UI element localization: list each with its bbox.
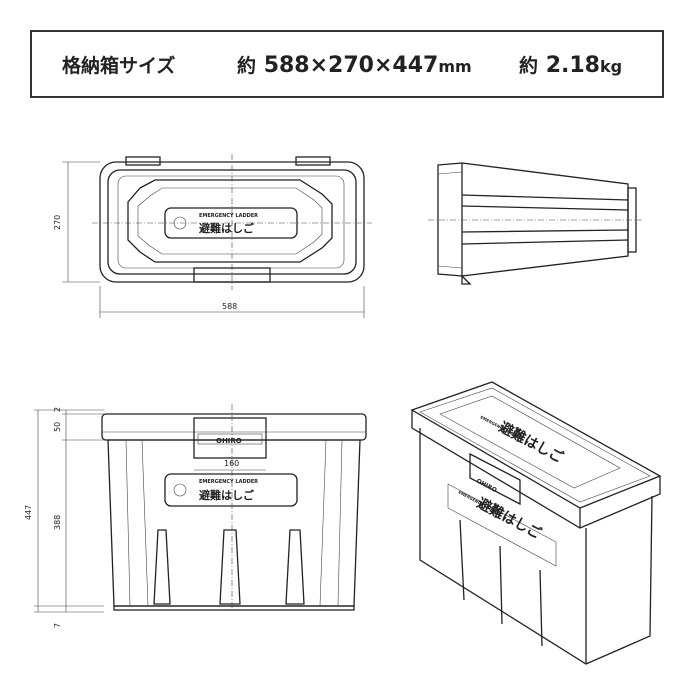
top-height-label: 270: [53, 215, 62, 230]
front-brand: OHIRO: [216, 437, 242, 445]
top-english-label: EMERGENCY LADDER: [199, 213, 258, 219]
side-view: [428, 162, 642, 285]
latch-width-label: 160: [224, 459, 239, 468]
front-foot-height: 7: [53, 623, 62, 628]
iso-lid-japanese: 避難はしご: [496, 419, 567, 467]
front-body-height: 388: [53, 515, 62, 530]
front-lid-height: 50: [53, 422, 62, 432]
iso-brand: OHIRO: [475, 478, 498, 495]
front-label-plate: [164, 473, 298, 507]
dim-prefix: 約: [237, 54, 257, 77]
spec-box: 格納箱サイズ 約 588×270×447mm 約 2.18kg: [30, 30, 664, 98]
spec-label: 格納箱サイズ: [62, 54, 176, 77]
weight-value: 2.18: [545, 52, 600, 78]
dim-unit: mm: [438, 56, 472, 76]
isometric-view: OHIRO EMERGENCY LADDER 避難はしご EMERGENCY L…: [410, 381, 662, 665]
top-japanese-label: 避難はしご: [199, 221, 255, 235]
spec-weight: 約 2.18kg: [519, 51, 622, 78]
weight-prefix: 約: [519, 54, 539, 77]
front-latch: [193, 417, 267, 459]
dim-value: 588×270×447: [263, 52, 439, 78]
spec-dimensions: 約 588×270×447mm: [237, 51, 472, 78]
top-view: EMERGENCY LADDER 避難はしご 270 588: [53, 154, 372, 318]
front-view: OHIRO EMERGENCY LADDER 避難はしご 160 447 2 5…: [24, 404, 367, 628]
iso-body-japanese: 避難はしご: [474, 495, 545, 543]
front-japanese-label: 避難はしご: [199, 488, 255, 502]
iso-latch: [469, 452, 521, 506]
iso-body: [419, 428, 653, 665]
side-view-outline: [437, 162, 629, 277]
weight-unit: kg: [599, 56, 623, 76]
front-total-height: 447: [24, 505, 33, 520]
top-width-label: 588: [222, 302, 237, 311]
front-english-label: EMERGENCY LADDER: [199, 479, 258, 485]
front-gap-height: 2: [53, 407, 62, 412]
top-label-plate: [164, 207, 298, 239]
top-raised-panel: [127, 179, 333, 263]
